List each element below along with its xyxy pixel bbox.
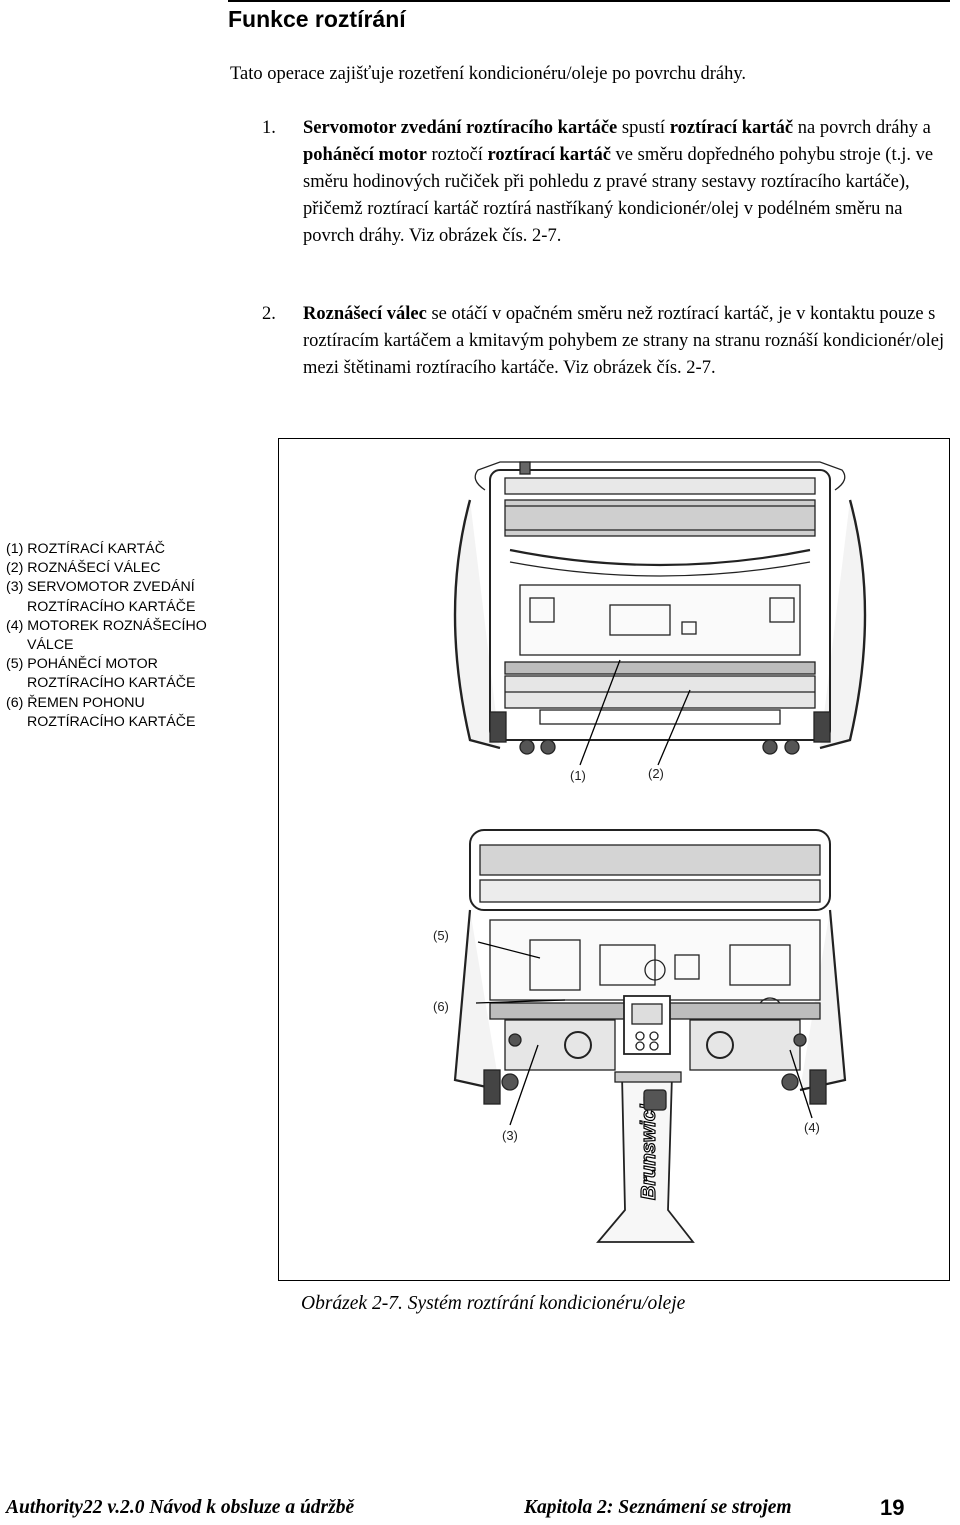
legend-item: (1) ROZTÍRACÍ KARTÁČ	[6, 541, 165, 557]
term-brush: roztírací kartáč	[487, 145, 611, 165]
legend-item: (6) ŘEMEN POHONU	[6, 694, 145, 711]
term-drive-motor: poháněcí motor	[303, 145, 427, 165]
legend-item: (4) MOTOREK ROZNÁŠECÍHO	[6, 617, 207, 634]
term-brush: roztírací kartáč	[669, 118, 794, 138]
list-number-2: 2.	[262, 304, 276, 324]
machine-top-view: (1) (2)	[453, 461, 867, 783]
text-segment: ve směru dopředného pohybu stroje (t.j. …	[303, 145, 934, 246]
term-servomotor: Servomotor zvedání roztíracího kartáče	[303, 118, 618, 138]
top-rule	[228, 0, 950, 2]
callout-5: (5)	[433, 928, 449, 943]
list-item-1: 1. Servomotor zvedání roztíracího kartáč…	[262, 115, 952, 250]
text-segment: roztočí	[426, 145, 488, 165]
figure-frame	[278, 438, 950, 1281]
legend-item: ROZTÍRACÍHO KARTÁČE	[27, 598, 196, 615]
figure-caption: Obrázek 2-7. Systém roztírání kondicioné…	[301, 1293, 686, 1314]
legend-item: VÁLCE	[27, 637, 74, 654]
page-number: 19	[880, 1495, 905, 1520]
footer-title: Authority22 v.2.0 Návod k obsluze a údrž…	[6, 1497, 355, 1518]
list-text-1: Servomotor zvedání roztíracího kartáče s…	[303, 115, 952, 250]
callout-1: (1)	[570, 768, 586, 783]
list-item-2: 2. Roznášecí válec se otáčí v opačném sm…	[262, 301, 952, 382]
callout-2: (2)	[648, 766, 664, 781]
section-heading: Funkce roztírání	[228, 6, 406, 32]
machine-front-view: Brunswick (5) (6) (3) (4)	[433, 829, 847, 1243]
callout-4: (4)	[804, 1120, 820, 1135]
legend-item: (3) SERVOMOTOR ZVEDÁNÍ	[6, 579, 195, 596]
legend-item: (5) POHÁNĚCÍ MOTOR	[6, 656, 158, 673]
legend-item: (2) ROZNÁŠECÍ VÁLEC	[6, 560, 161, 577]
list-number-1: 1.	[262, 118, 276, 138]
term-roller: Roznášecí válec	[303, 304, 427, 324]
callout-3: (3)	[502, 1128, 518, 1143]
figure-legend: (1) ROZTÍRACÍ KARTÁČ (2) ROZNÁŠECÍ VÁLEC…	[6, 540, 207, 732]
legend-item: ROZTÍRACÍHO KARTÁČE	[27, 713, 196, 730]
text-segment: spustí	[617, 118, 670, 138]
callout-6: (6)	[433, 999, 449, 1014]
intro-paragraph: Tato operace zajišťuje rozetření kondici…	[230, 64, 747, 84]
legend-item: ROZTÍRACÍHO KARTÁČE	[27, 675, 196, 692]
text-segment: se otáčí v opačném směru než roztírací k…	[303, 304, 945, 378]
brand-logo-text: Brunswick	[638, 1098, 660, 1200]
list-text-2: Roznášecí válec se otáčí v opačném směru…	[303, 301, 952, 382]
text-segment: na povrch dráhy a	[793, 118, 931, 138]
footer-chapter: Kapitola 2: Seznámení se strojem	[524, 1497, 792, 1518]
